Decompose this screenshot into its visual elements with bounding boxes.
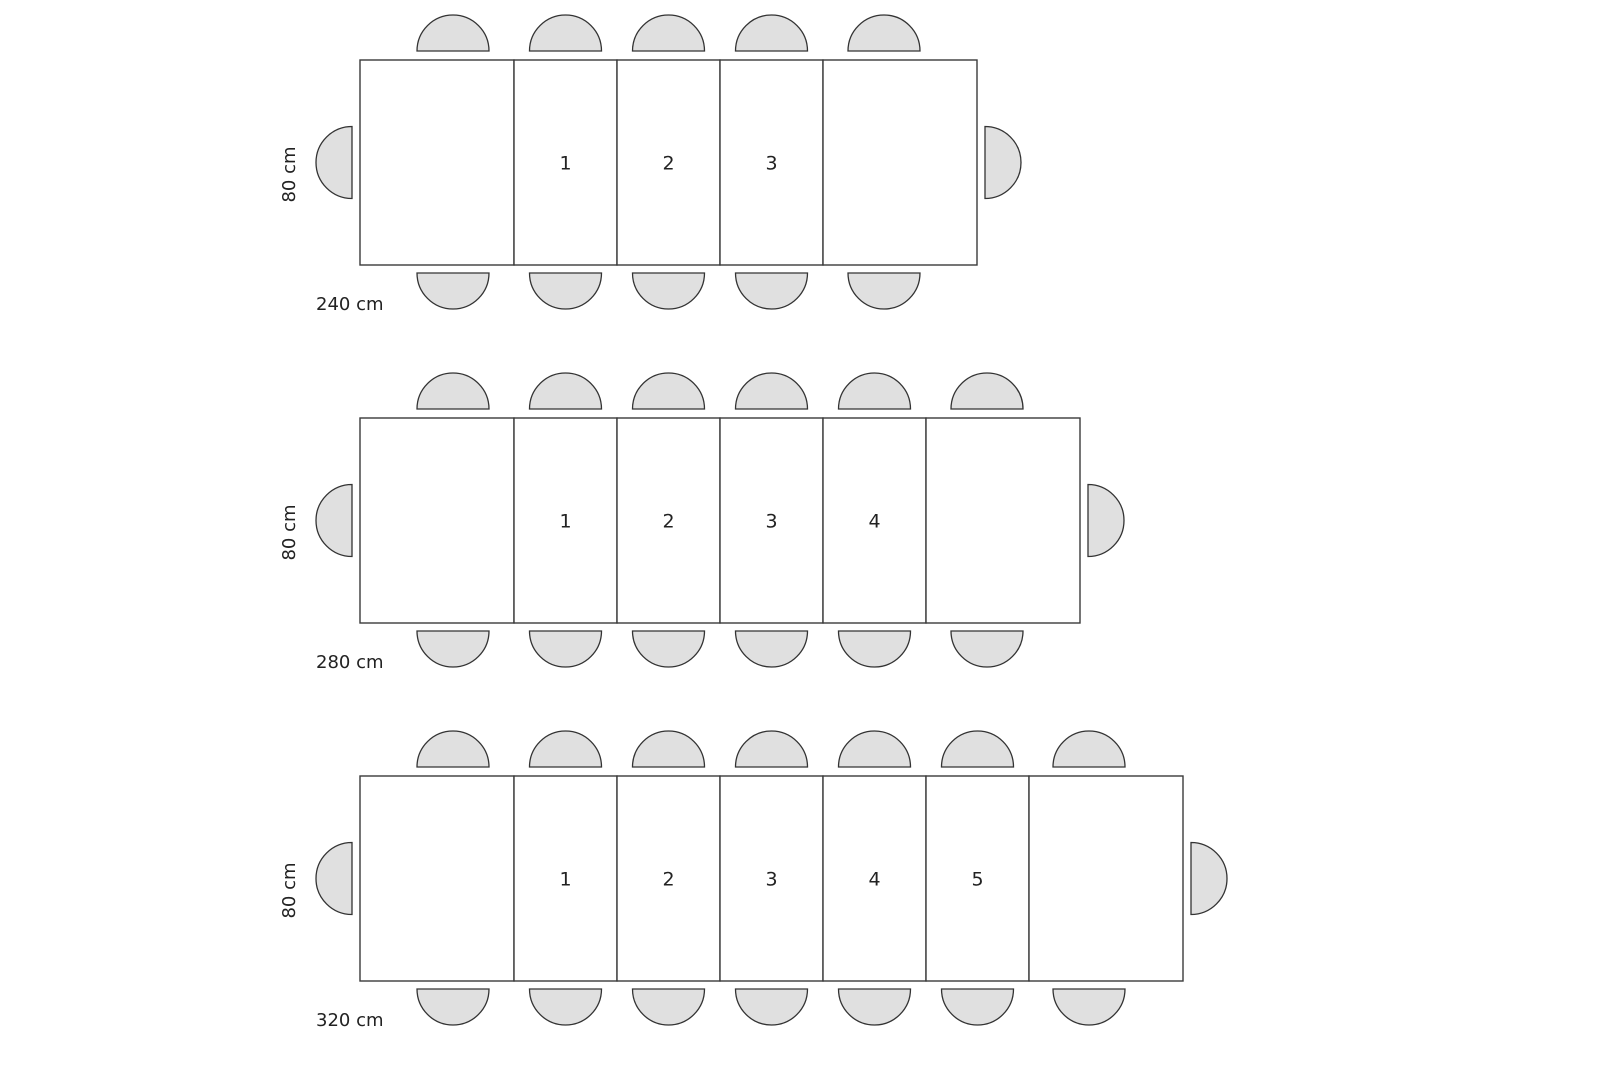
chair-end-left: [315, 125, 353, 200]
chair-top: [416, 14, 490, 52]
chair-end-right: [1087, 483, 1125, 558]
chair-top: [528, 372, 603, 410]
extension-leaf: [616, 417, 721, 624]
extension-leaf: [925, 775, 1030, 982]
table-end-section: [1028, 775, 1184, 982]
chair-bottom: [528, 988, 603, 1026]
chair-bottom: [528, 272, 603, 310]
chair-bottom: [734, 630, 809, 668]
chair-top: [734, 730, 809, 768]
chair-top: [734, 14, 809, 52]
extension-leaf: [513, 775, 618, 982]
chair-top: [837, 730, 912, 768]
leaf-number: 3: [765, 869, 777, 891]
chair-top: [528, 14, 603, 52]
chair-bottom: [950, 630, 1024, 668]
chair-bottom: [940, 988, 1015, 1026]
chair-bottom: [631, 272, 706, 310]
leaf-number: 2: [662, 511, 674, 533]
extension-leaf: [616, 775, 721, 982]
chair-bottom: [734, 988, 809, 1026]
table-end-section: [822, 59, 978, 266]
width-dimension-label: 80 cm: [279, 146, 300, 202]
chair-top: [734, 372, 809, 410]
extension-leaf: [719, 59, 824, 266]
width-dimension-label: 80 cm: [279, 504, 300, 560]
leaf-number: 1: [559, 511, 571, 533]
extension-leaf: [616, 59, 721, 266]
chair-top: [528, 730, 603, 768]
chair-top: [416, 730, 490, 768]
chair-end-left: [315, 483, 353, 558]
table-end-section: [925, 417, 1081, 624]
extension-leaf: [719, 417, 824, 624]
chair-top: [847, 14, 921, 52]
chair-bottom: [734, 272, 809, 310]
leaf-number: 3: [765, 153, 777, 175]
extension-leaf: [719, 775, 824, 982]
width-dimension-label: 80 cm: [279, 862, 300, 918]
extension-leaf: [513, 59, 618, 266]
chair-end-left: [315, 841, 353, 916]
leaf-number: 2: [662, 153, 674, 175]
chair-bottom: [528, 630, 603, 668]
length-dimension-label: 280 cm: [316, 652, 384, 673]
length-dimension-label: 320 cm: [316, 1010, 384, 1031]
chair-bottom: [416, 272, 490, 310]
extension-leaf: [513, 417, 618, 624]
leaf-number: 4: [868, 869, 880, 891]
leaf-number: 2: [662, 869, 674, 891]
chair-top: [837, 372, 912, 410]
chair-top: [950, 372, 1024, 410]
leaf-number: 3: [765, 511, 777, 533]
leaf-number: 5: [971, 869, 983, 891]
extension-leaf: [822, 417, 927, 624]
leaf-number: 1: [559, 153, 571, 175]
table-end-section: [359, 59, 515, 266]
chair-top: [631, 730, 706, 768]
length-dimension-label: 240 cm: [316, 294, 384, 315]
table-configuration-240: 1 2 3 80 cm 240 cm: [279, 14, 1022, 315]
chair-end-right: [1190, 841, 1228, 916]
leaf-number: 1: [559, 869, 571, 891]
chair-bottom: [837, 988, 912, 1026]
table-configuration-280: 1 2 3 4 80 cm 280 cm: [279, 372, 1125, 673]
chair-bottom: [847, 272, 921, 310]
table-configuration-320: 1 2 3 4 5 80 cm 320 cm: [279, 730, 1228, 1031]
chair-bottom: [416, 630, 490, 668]
chair-top: [940, 730, 1015, 768]
chair-top: [631, 372, 706, 410]
table-end-section: [359, 775, 515, 982]
chair-top: [1052, 730, 1126, 768]
chair-bottom: [631, 988, 706, 1026]
chair-end-right: [984, 125, 1022, 200]
chair-bottom: [837, 630, 912, 668]
chair-bottom: [416, 988, 490, 1026]
chair-top: [416, 372, 490, 410]
chair-bottom: [1052, 988, 1126, 1026]
leaf-number: 4: [868, 511, 880, 533]
chair-bottom: [631, 630, 706, 668]
chair-top: [631, 14, 706, 52]
table-end-section: [359, 417, 515, 624]
